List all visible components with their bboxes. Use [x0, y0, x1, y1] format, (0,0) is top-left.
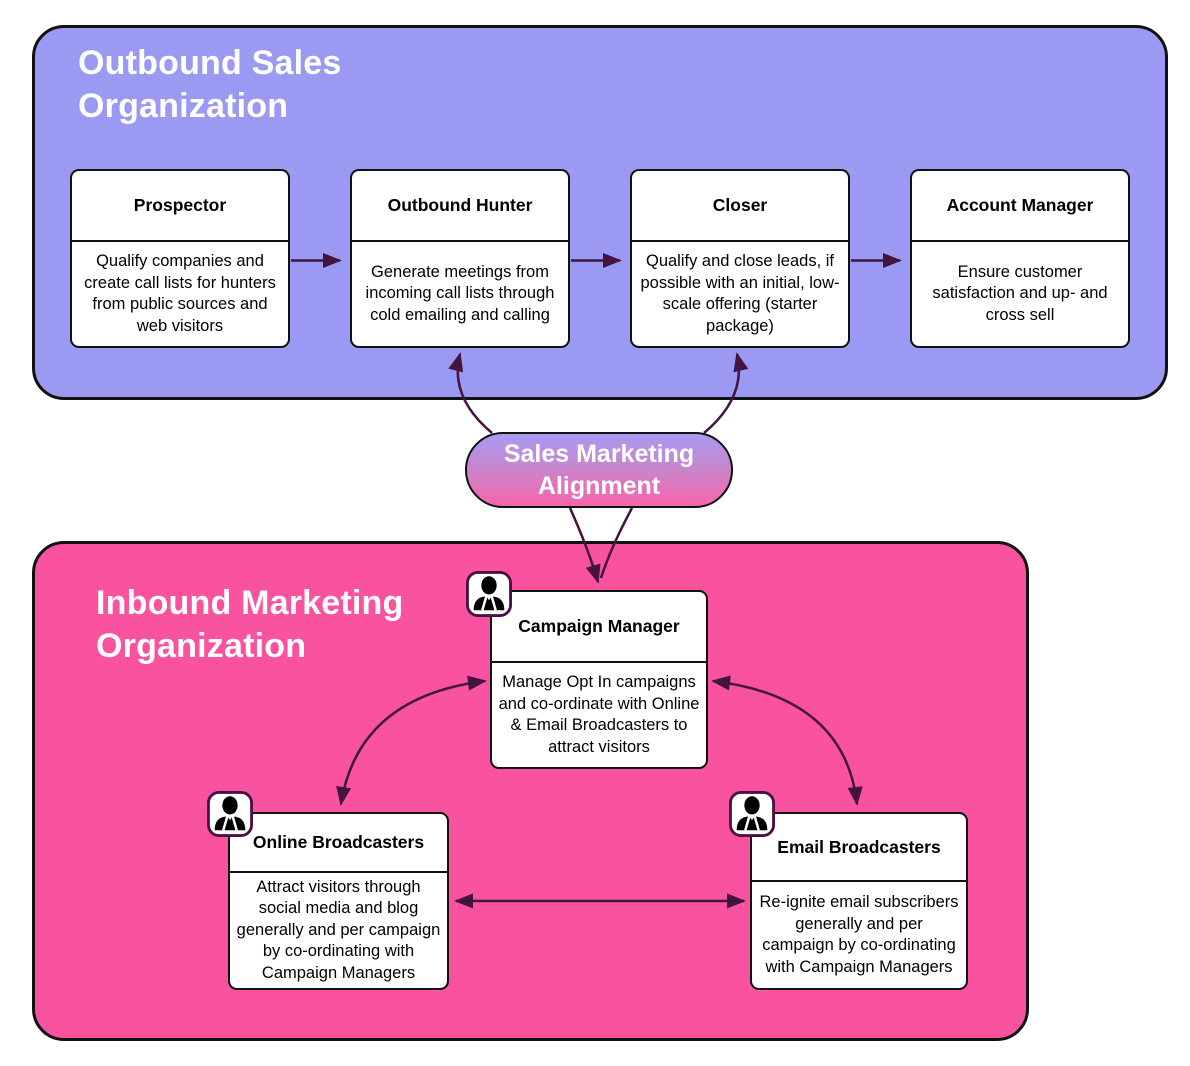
- node-title: Online Broadcasters: [230, 814, 447, 873]
- inbound-title: Inbound Marketing Organization: [96, 584, 404, 665]
- node-description: Generate meetings from incoming call lis…: [365, 262, 555, 324]
- node-title: Account Manager: [912, 171, 1128, 242]
- node-description: Attract visitors through social media an…: [236, 877, 441, 982]
- outbound-title: Outbound Sales Organization: [78, 44, 342, 125]
- person-icon: [207, 791, 253, 837]
- node-outbound-hunter: Outbound Hunter Generate meetings from i…: [350, 169, 570, 348]
- node-title: Email Broadcasters: [752, 814, 966, 882]
- sales-marketing-alignment-node: Sales Marketing Alignment: [465, 432, 733, 508]
- node-online-broadcasters: Online Broadcasters Attract visitors thr…: [228, 812, 449, 990]
- person-icon: [729, 791, 775, 837]
- node-description: Ensure customer satisfaction and up- and…: [932, 262, 1108, 324]
- node-description: Qualify and close leads, if possible wit…: [640, 252, 840, 335]
- node-account-manager: Account Manager Ensure customer satisfac…: [910, 169, 1130, 348]
- node-title: Prospector: [72, 171, 288, 242]
- node-description: Qualify companies and create call lists …: [84, 252, 276, 335]
- node-description: Manage Opt In campaigns and co-ordinate …: [498, 673, 700, 756]
- node-title: Closer: [632, 171, 848, 242]
- person-icon: [466, 571, 512, 617]
- node-email-broadcasters: Email Broadcasters Re-ignite email subsc…: [750, 812, 968, 990]
- node-title: Campaign Manager: [492, 592, 706, 663]
- node-prospector: Prospector Qualify companies and create …: [70, 169, 290, 348]
- alignment-label: Sales Marketing Alignment: [503, 440, 695, 500]
- node-title: Outbound Hunter: [352, 171, 568, 242]
- node-campaign-manager: Campaign Manager Manage Opt In campaigns…: [490, 590, 708, 769]
- node-closer: Closer Qualify and close leads, if possi…: [630, 169, 850, 348]
- node-description: Re-ignite email subscribers generally an…: [759, 893, 959, 976]
